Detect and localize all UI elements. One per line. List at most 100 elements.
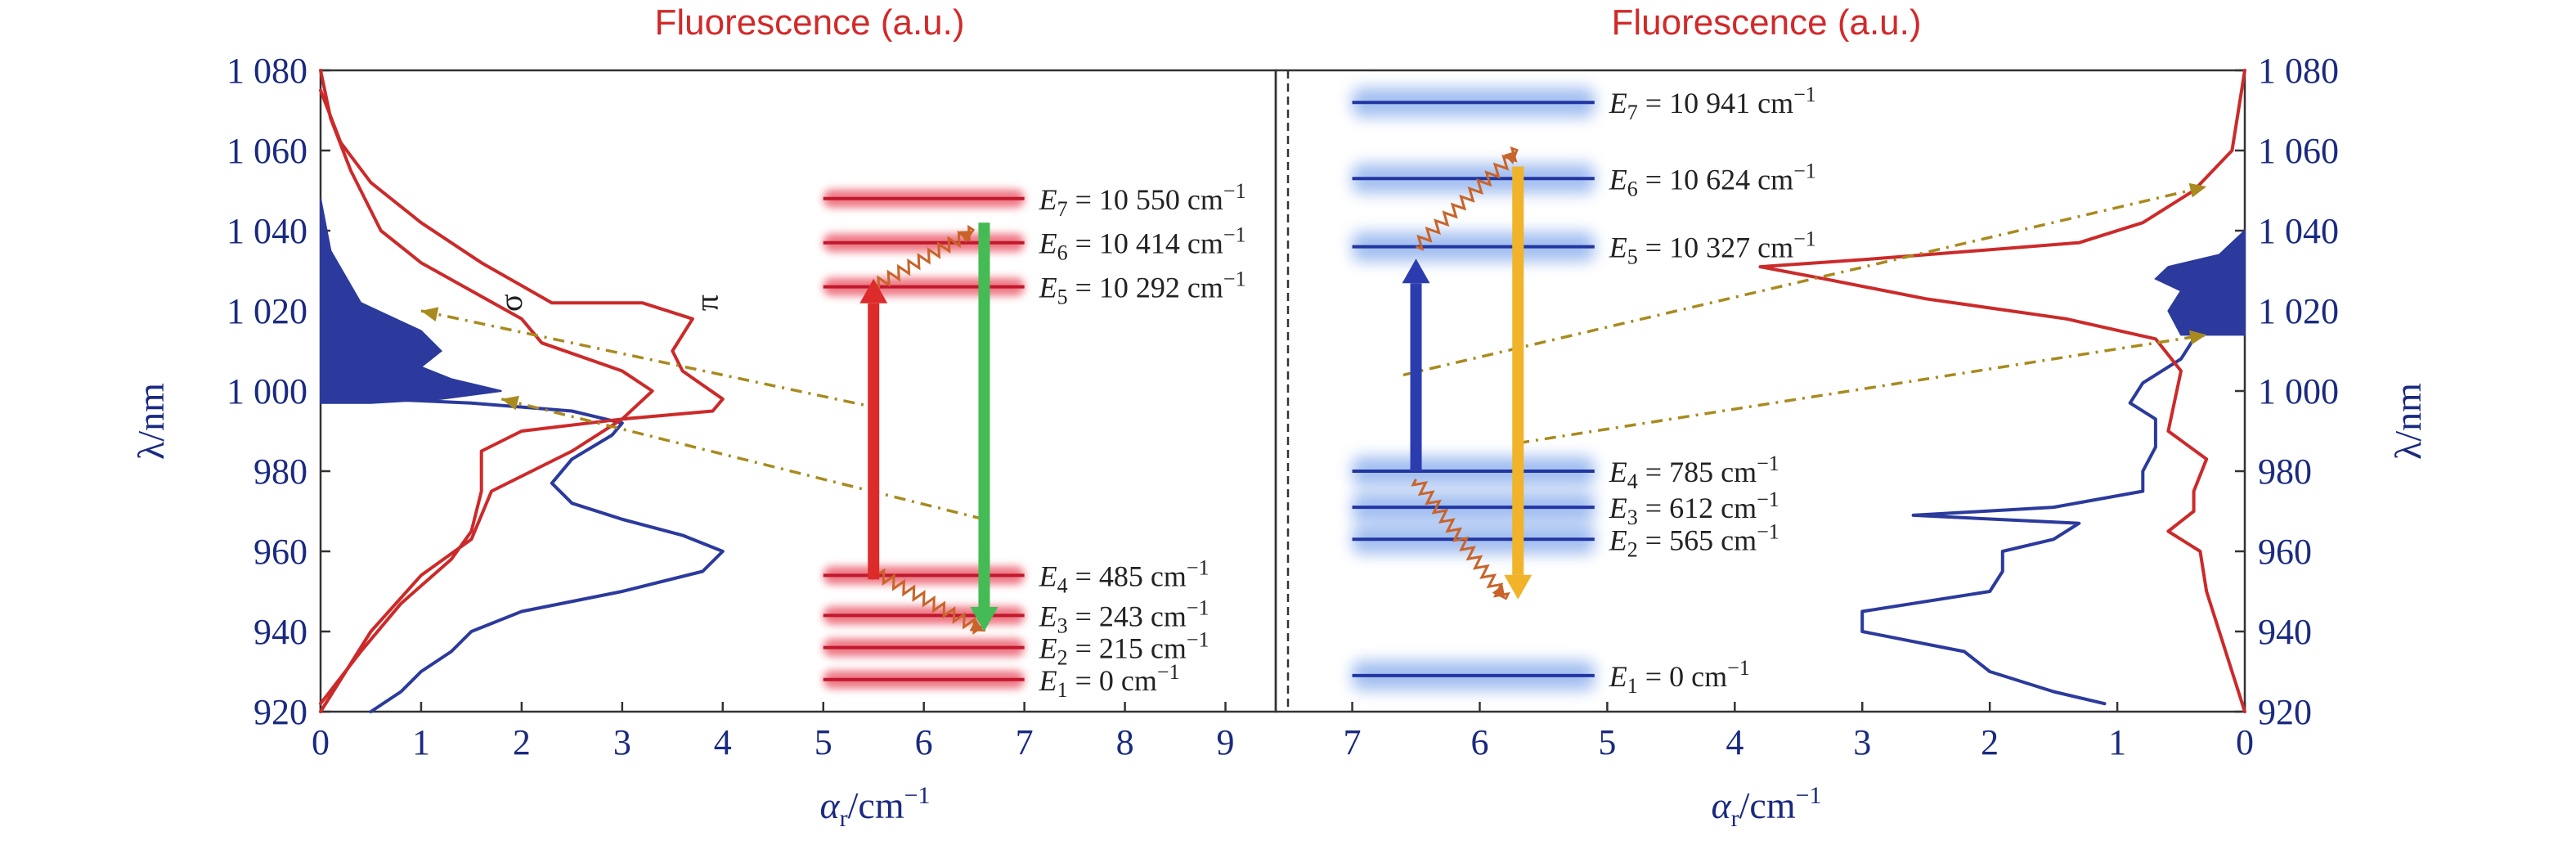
right-level-label-e5: E5 = 10 327 cm−1 (1609, 227, 1816, 269)
left-y-tick-label: 940 (254, 612, 307, 652)
left-series-emission-filled (320, 198, 502, 404)
left-x-tick-label: 1 (412, 722, 430, 762)
right-x-axis-label-sub: r (1731, 805, 1739, 832)
left-x-tick-label: 5 (815, 722, 832, 762)
right-level-symbol: E (1609, 660, 1627, 693)
right-wavy-arrowhead (1504, 151, 1519, 164)
right-level-superscript: −1 (1793, 227, 1816, 251)
left-level-value: = 243 cm (1068, 600, 1187, 632)
right-arrow-emission-shaft (1512, 166, 1524, 575)
right-y-axis-label: λ/nm (2387, 383, 2429, 460)
right-y-tick-label: 940 (2258, 612, 2312, 652)
left-level-superscript: −1 (1187, 596, 1209, 619)
left-level-superscript: −1 (1187, 628, 1209, 652)
left-dashed-link-arrowhead (420, 307, 439, 321)
right-x-tick-label: 7 (1344, 722, 1362, 762)
right-x-tick-label: 0 (2236, 722, 2254, 762)
right-level-subscript: 6 (1627, 177, 1638, 200)
right-level-value: = 612 cm (1638, 492, 1757, 524)
right-y-tick-label: 1 040 (2258, 211, 2339, 251)
left-level-value: = 485 cm (1068, 560, 1187, 592)
left-level-subscript: 7 (1057, 197, 1068, 221)
right-x-tick-label: 1 (2108, 722, 2126, 762)
right-arrow-absorption-head (1402, 258, 1430, 284)
right-y-tick-label: 960 (2258, 532, 2312, 572)
left-level-symbol: E (1039, 272, 1057, 304)
left-level-value: = 10 292 cm (1068, 272, 1223, 304)
right-level-label-e2: E2 = 565 cm−1 (1609, 519, 1779, 561)
left-dashed-link (500, 398, 985, 521)
left-level-label-e5: E5 = 10 292 cm−1 (1039, 267, 1246, 309)
left-level-symbol: E (1039, 632, 1057, 665)
left-x-tick-label: 4 (714, 722, 732, 762)
right-level-subscript: 4 (1627, 470, 1638, 493)
left-x-tick-label: 8 (1116, 722, 1134, 762)
right-y-tick-label: 1 000 (2258, 371, 2339, 411)
left-series-fluorescence-sigma (319, 69, 654, 713)
right-level-symbol: E (1609, 87, 1627, 119)
left-level-symbol: E (1039, 227, 1057, 260)
left-level-subscript: 4 (1057, 573, 1068, 597)
left-series-absorption (369, 397, 725, 713)
right-level-value: = 10 327 cm (1638, 231, 1793, 264)
right-level-subscript: 3 (1627, 506, 1638, 529)
left-x-tick-label: 2 (513, 722, 531, 762)
left-curve-label-pi: π (689, 294, 725, 311)
left-y-tick-label: 1 000 (227, 371, 307, 411)
right-x-axis-label: αr/cm−1 (1711, 782, 1821, 832)
left-curve-label-sigma: σ (492, 294, 529, 312)
right-x-axis-label-sup: −1 (1796, 782, 1822, 809)
left-y-tick-label: 1 060 (227, 131, 307, 171)
right-level-symbol: E (1609, 456, 1627, 488)
left-level-label-e3: E3 = 243 cm−1 (1039, 596, 1209, 637)
left-x-axis-label-base: α (819, 784, 840, 826)
right-panel: Fluorescence (a.u.) λ/nm αr/cm−1 9209409… (1274, 2, 2429, 832)
right-level-value: = 10 941 cm (1638, 87, 1793, 119)
left-dashed-link (420, 309, 874, 409)
right-level-superscript: −1 (1793, 83, 1816, 106)
left-arrow-absorption-head (859, 278, 888, 303)
left-level-value: = 10 414 cm (1068, 227, 1223, 260)
right-wavy-relaxation (1416, 146, 1519, 251)
left-level-label-e7: E7 = 10 550 cm−1 (1039, 179, 1246, 221)
left-top-label: Fluorescence (a.u.) (654, 2, 964, 43)
left-level-label-e1: E1 = 0 cm−1 (1039, 660, 1180, 702)
right-level-superscript: −1 (1757, 452, 1779, 475)
right-level-value: = 565 cm (1638, 524, 1757, 556)
left-level-symbol: E (1039, 560, 1057, 592)
right-y-tick-label: 1 080 (2258, 51, 2339, 91)
left-wavy-relaxation (872, 568, 986, 636)
right-wavy-relaxation (1411, 479, 1510, 600)
left-level-superscript: −1 (1223, 267, 1246, 291)
left-x-tick-label: 7 (1016, 722, 1034, 762)
right-dashed-link-arrowhead (2189, 330, 2207, 345)
right-x-tick-label: 3 (1853, 722, 1871, 762)
right-level-label-e4: E4 = 785 cm−1 (1609, 452, 1779, 493)
right-level-label-e7: E7 = 10 941 cm−1 (1609, 83, 1816, 124)
right-level-superscript: −1 (1757, 519, 1779, 543)
left-dashed-link-arrowhead (501, 395, 519, 411)
right-level-superscript: −1 (1727, 656, 1750, 680)
right-level-value: = 10 624 cm (1638, 163, 1793, 196)
left-level-superscript: −1 (1187, 555, 1209, 579)
right-top-label: Fluorescence (a.u.) (1611, 2, 1921, 43)
right-level-subscript: 7 (1627, 101, 1638, 124)
right-level-superscript: −1 (1793, 159, 1816, 182)
left-y-tick-label: 960 (254, 532, 307, 572)
right-dashed-link-arrowhead (2188, 182, 2207, 198)
left-arrow-emission-shaft (978, 222, 990, 607)
right-series-fluorescence (1758, 69, 2246, 713)
left-x-axis-label: αr/cm−1 (819, 782, 930, 832)
left-x-tick-label: 6 (915, 722, 933, 762)
left-level-value: = 10 550 cm (1068, 183, 1223, 216)
right-y-tick-label: 980 (2258, 452, 2312, 492)
right-level-subscript: 1 (1627, 674, 1638, 698)
right-level-symbol: E (1609, 524, 1627, 556)
right-level-subscript: 2 (1627, 537, 1638, 561)
left-level-label-e2: E2 = 215 cm−1 (1039, 628, 1209, 670)
right-dashed-link (1517, 333, 2207, 445)
left-level-subscript: 5 (1057, 285, 1068, 309)
right-x-tick-label: 4 (1726, 722, 1744, 762)
right-level-symbol: E (1609, 492, 1627, 524)
left-x-tick-label: 9 (1217, 722, 1235, 762)
